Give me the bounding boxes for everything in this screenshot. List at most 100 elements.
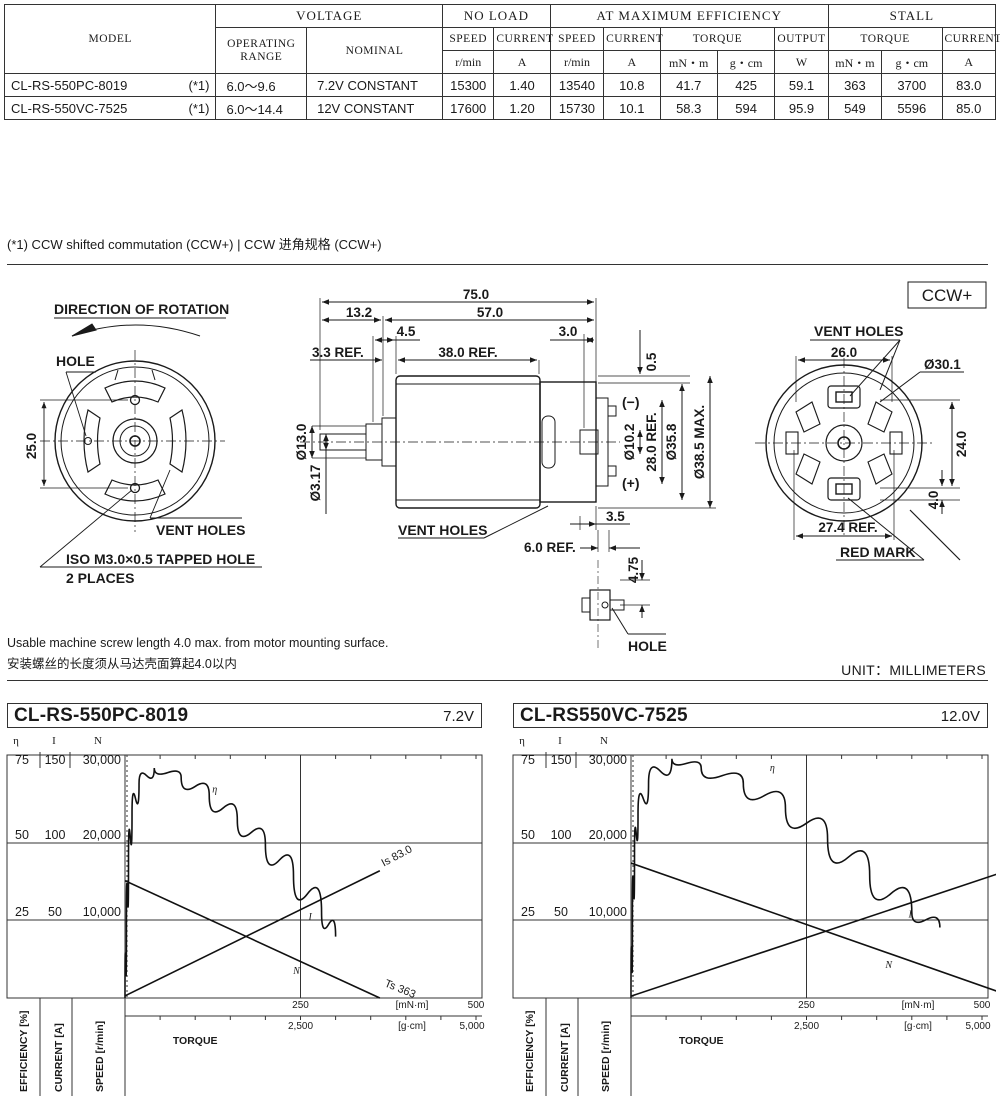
header-operating-range: OPERATING RANGE <box>215 27 308 74</box>
row-model: CL-RS-550PC-8019 <box>3 73 164 97</box>
dim-phi102: Ø10.2 <box>622 424 637 461</box>
label-stall-current: Is 83.0 <box>380 843 415 869</box>
series-current-line <box>630 873 996 997</box>
label-eta: η <box>212 785 217 796</box>
ccw-plus-box: CCW+ <box>922 286 973 305</box>
dim-3-0: 3.0 <box>559 324 578 339</box>
x-axis-title: TORQUE <box>679 1035 724 1047</box>
dim-3-5: 3.5 <box>606 509 625 524</box>
unit-me-speed: r/min <box>549 50 605 74</box>
row-me-speed: 13540 <box>549 73 605 97</box>
label-eta: η <box>770 763 775 774</box>
chart-title-2: CL-RS550VC-7525 <box>520 705 688 726</box>
current-axis-title: CURRENT [A] <box>53 1023 65 1092</box>
dim-4-0: 4.0 <box>926 491 941 510</box>
axis-letter-i: I <box>558 735 562 747</box>
header-st-torque: TORQUE <box>827 27 943 51</box>
divider-bottom <box>7 680 988 681</box>
label-speed: N <box>292 966 301 977</box>
tick-label-speed: 30,000 <box>83 753 121 767</box>
motor-drawing: DIRECTION OF ROTATION HOLE 25.0 VENT HOL… <box>24 281 987 654</box>
unit-me-current: A <box>603 50 661 74</box>
header-voltage: VOLTAGE <box>215 4 444 28</box>
dim-6-ref: 6.0 REF. <box>524 540 576 555</box>
dim-4-75: 4.75 <box>626 556 641 583</box>
dim-phi358: Ø35.8 <box>664 423 679 460</box>
axis-letter-eta: η <box>13 735 19 747</box>
footnote: (*1) CCW shifted commutation (CCW+) | CC… <box>7 237 382 252</box>
tick-label-x1: 250 <box>798 1000 815 1011</box>
tick-label-efficiency: 25 <box>521 905 535 919</box>
unit-label: UNIT：MILLIMETERS <box>841 662 986 678</box>
tick-label-current: 50 <box>554 905 568 919</box>
speed-axis-title: SPEED [r/min] <box>94 1021 106 1092</box>
series-efficiency-line <box>124 767 337 999</box>
header-me-torque: TORQUE <box>659 27 776 51</box>
tick-label-current: 50 <box>48 905 62 919</box>
tick-label-efficiency: 50 <box>521 828 535 842</box>
spec-table: MODEL VOLTAGE NO LOAD AT MAXIMUM EFFICIE… <box>3 4 1000 120</box>
tick-label-efficiency: 75 <box>15 753 29 767</box>
dim-27-4-ref: 27.4 REF. <box>818 520 877 535</box>
tick-label-current: 100 <box>45 828 66 842</box>
tick-label-x2: 2,500 <box>794 1021 819 1032</box>
dim-phi13: Ø13.0 <box>294 424 309 461</box>
row-st-torque-mnm: 549 <box>827 96 883 120</box>
x2-unit: [g·cm] <box>398 1021 426 1032</box>
rear-view <box>755 281 987 561</box>
row-me-output: 59.1 <box>774 73 829 97</box>
dim-phi317: Ø3.17 <box>308 465 323 502</box>
header-nl-current: CURRENT <box>493 27 553 51</box>
dim-28-ref: 28.0 REF. <box>644 412 659 471</box>
efficiency-axis-title: EFFICIENCY [%] <box>18 1011 30 1092</box>
unit-me-torque-mnm: mN・m <box>659 50 718 74</box>
tick-label-efficiency: 50 <box>15 828 29 842</box>
chart-header-1: CL-RS-550PC-8019 7.2V <box>7 703 482 728</box>
header-nominal: NOMINAL <box>306 27 444 74</box>
two-places-label: 2 PLACES <box>66 570 134 586</box>
chart-header-2: CL-RS550VC-7525 12.0V <box>513 703 988 728</box>
row-st-current: 85.0 <box>941 96 996 120</box>
row-nominal: 12V CONSTANT <box>306 96 444 120</box>
terminal-minus: (−) <box>622 394 640 410</box>
dim-phi385: Ø38.5 MAX. <box>692 405 707 479</box>
x2-unit: [g·cm] <box>904 1021 932 1032</box>
tapped-hole-label: ISO M3.0×0.5 TAPPED HOLE <box>66 551 255 567</box>
row-model: CL-RS-550VC-7525 <box>3 96 164 120</box>
terminal-plus: (+) <box>622 475 640 491</box>
axis-letter-i: I <box>52 735 56 747</box>
row-me-torque-mnm: 41.7 <box>659 73 718 97</box>
tick-label-x2: 5,000 <box>965 1021 990 1032</box>
header-st-current: CURRENT <box>941 27 1000 51</box>
hole-label-terminal: HOLE <box>628 638 667 654</box>
tick-label-efficiency: 75 <box>521 753 535 767</box>
unit-me-torque-gcm: g・cm <box>716 50 776 74</box>
tick-label-x1: 250 <box>292 1000 309 1011</box>
row-nl-current: 1.40 <box>493 73 551 97</box>
header-nl-speed: SPEED <box>442 27 495 51</box>
label-stall-torque: Ts 363 <box>383 978 418 1001</box>
vent-holes-label-front: VENT HOLES <box>156 522 245 538</box>
dim-13-2: 13.2 <box>346 305 372 320</box>
row-me-current: 10.1 <box>603 96 661 120</box>
tick-label-current: 150 <box>551 753 572 767</box>
dim-26: 26.0 <box>831 345 857 360</box>
x1-unit: [mN·m] <box>396 1000 429 1011</box>
side-view <box>300 298 716 650</box>
series-speed-line <box>630 862 996 992</box>
tick-label-current: 100 <box>551 828 572 842</box>
header-max-efficiency: AT MAXIMUM EFFICIENCY <box>549 4 829 28</box>
unit-st-current: A <box>941 50 996 74</box>
header-me-speed: SPEED <box>549 27 605 51</box>
unit-st-torque-gcm: g・cm <box>881 50 943 74</box>
axis-letter-n: N <box>600 735 608 747</box>
dim-57: 57.0 <box>477 305 503 320</box>
direction-of-rotation-label: DIRECTION OF ROTATION <box>54 301 229 317</box>
header-stall: STALL <box>827 4 997 28</box>
label-current: I <box>307 912 312 923</box>
tick-label-speed: 20,000 <box>83 828 121 842</box>
hole-label: HOLE <box>56 353 95 369</box>
table-row: CL-RS-550PC-8019 (*1) 6.0〜9.6 7.2V CONST… <box>3 73 996 97</box>
header-me-output: OUTPUT <box>774 27 829 51</box>
